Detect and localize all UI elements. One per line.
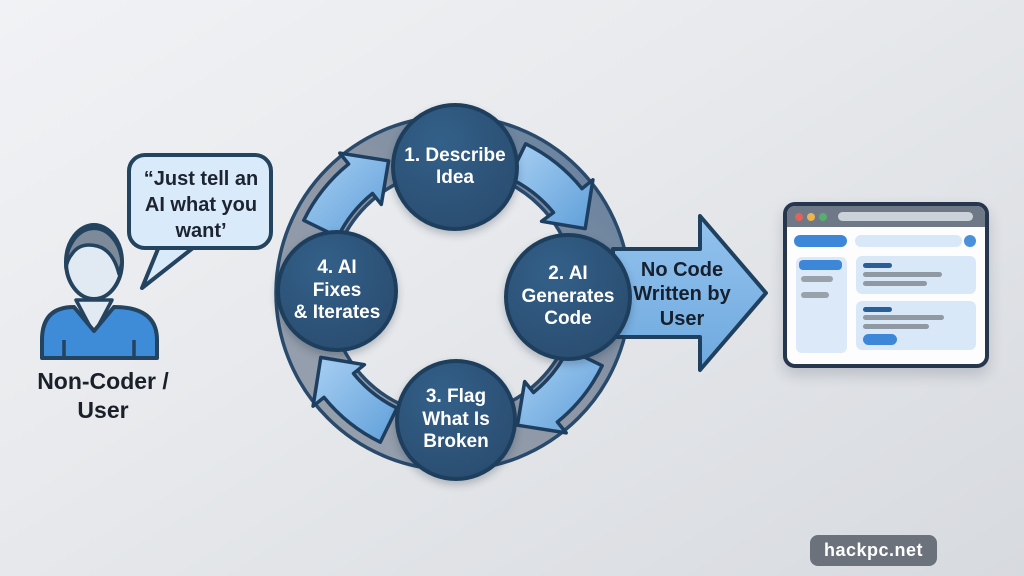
cycle-step-describe-idea: 1. Describe Idea (391, 103, 519, 231)
cycle-arrow-1-to-2-icon (507, 142, 595, 231)
output-arrow-shape (611, 214, 768, 372)
browser-sidebar (796, 257, 847, 353)
sidebar-item (801, 276, 833, 282)
cycle-step-label: 1. Describe Idea (404, 144, 506, 188)
output-arrow-label: No Code Written by User (633, 259, 731, 330)
speech-bubble-text: “Just tell an AI what you want’ (143, 168, 259, 242)
cycle-step-flag-broken: 3. Flag What Is Broken (395, 359, 517, 481)
cycle-step-ai-fixes-iterates: 4. AI Fixes & Iterates (276, 230, 398, 352)
card-text-line (863, 315, 944, 320)
watermark-badge: hackpc.net (810, 535, 938, 566)
cycle-arrow-3-to-4-icon (311, 355, 399, 444)
address-bar (838, 212, 973, 221)
browser-avatar-icon (964, 235, 976, 247)
user-label: Non-Coder / User (37, 368, 169, 423)
card-action-button (863, 334, 897, 345)
browser-window (783, 202, 989, 368)
browser-nav-button (794, 235, 847, 247)
browser-title-bar (787, 206, 985, 227)
sidebar-item (801, 292, 829, 298)
browser-search-field (855, 235, 962, 247)
browser-content-card (856, 301, 976, 350)
card-text-line (863, 281, 927, 286)
cycle-step-label: 3. Flag What Is Broken (422, 386, 490, 453)
traffic-light-green-icon (819, 212, 827, 221)
user-icon (40, 223, 159, 360)
card-text-line (863, 272, 942, 277)
sidebar-active-item (799, 260, 842, 270)
card-text-line (863, 324, 929, 329)
traffic-light-yellow-icon (807, 212, 815, 221)
cycle-arrow-4-to-1-icon (302, 151, 391, 239)
browser-content-card (856, 256, 976, 294)
cycle-step-label: 2. AI Generates Code (521, 263, 615, 330)
traffic-light-red-icon (795, 212, 803, 221)
speech-bubble (127, 153, 273, 290)
cycle-step-label: 4. AI Fixes & Iterates (293, 257, 381, 324)
cycle-step-ai-generates-code: 2. AI Generates Code (504, 233, 632, 361)
cycle-arrow-2-to-3-icon (515, 347, 604, 435)
card-title-line (863, 307, 892, 312)
card-title-line (863, 263, 892, 268)
